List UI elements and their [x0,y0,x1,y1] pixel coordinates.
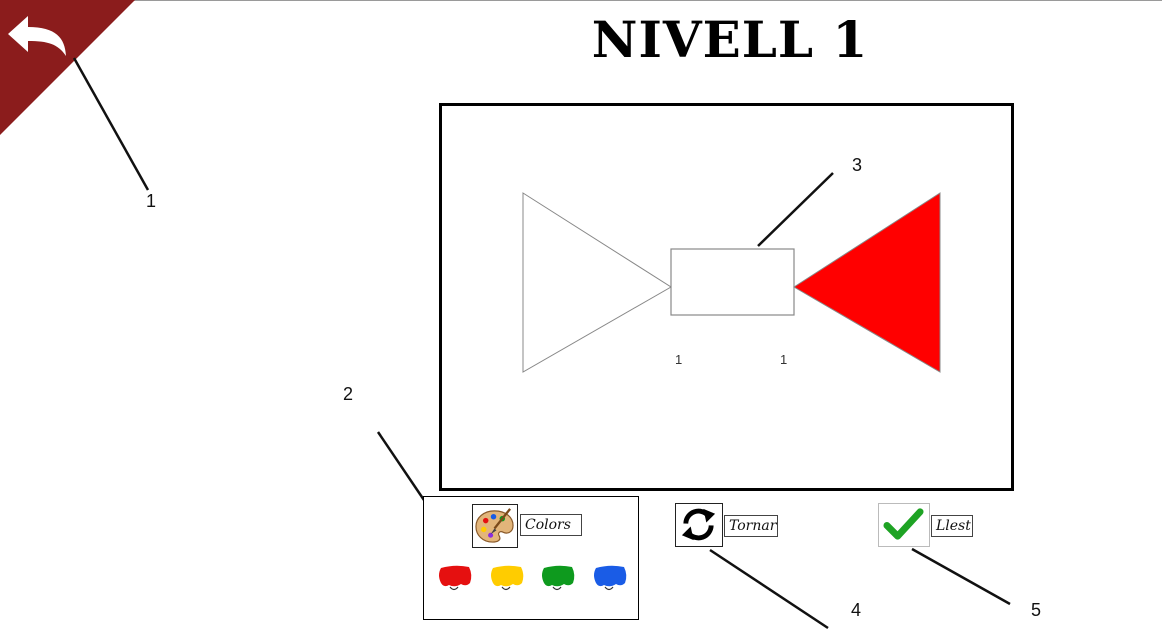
done-button[interactable] [878,503,930,547]
reset-label: Tornar [724,515,778,537]
blue-swatch[interactable] [591,563,629,593]
undo-arrow-icon [8,16,66,56]
reset-button[interactable] [675,503,723,547]
checkmark-icon [883,508,924,540]
callout-5: 5 [1031,600,1042,620]
top-border [0,0,1162,1]
callout-3: 3 [852,155,863,175]
callout-4: 4 [851,600,862,620]
colors-label: Colors [520,514,582,536]
back-button[interactable] [0,0,135,135]
callout-1: 1 [146,191,157,211]
yellow-swatch[interactable] [488,563,526,593]
center-rectangle-piece[interactable] [670,248,795,316]
callout-2: 2 [343,384,354,404]
done-label: Llest [931,515,973,537]
page-title: NIVELL 1 [591,10,869,69]
piece-label-right: 1 [780,352,788,367]
drawing-canvas: 1 1 [439,103,1014,491]
right-triangle-piece[interactable] [793,192,941,373]
green-swatch[interactable] [539,563,577,593]
refresh-icon [681,508,716,541]
colors-button[interactable] [472,504,518,548]
piece-label-left: 1 [675,352,683,367]
red-swatch[interactable] [436,563,474,593]
color-palette-panel: Colors [423,496,639,620]
left-triangle-piece[interactable] [522,192,672,373]
paint-palette-icon [475,508,514,543]
